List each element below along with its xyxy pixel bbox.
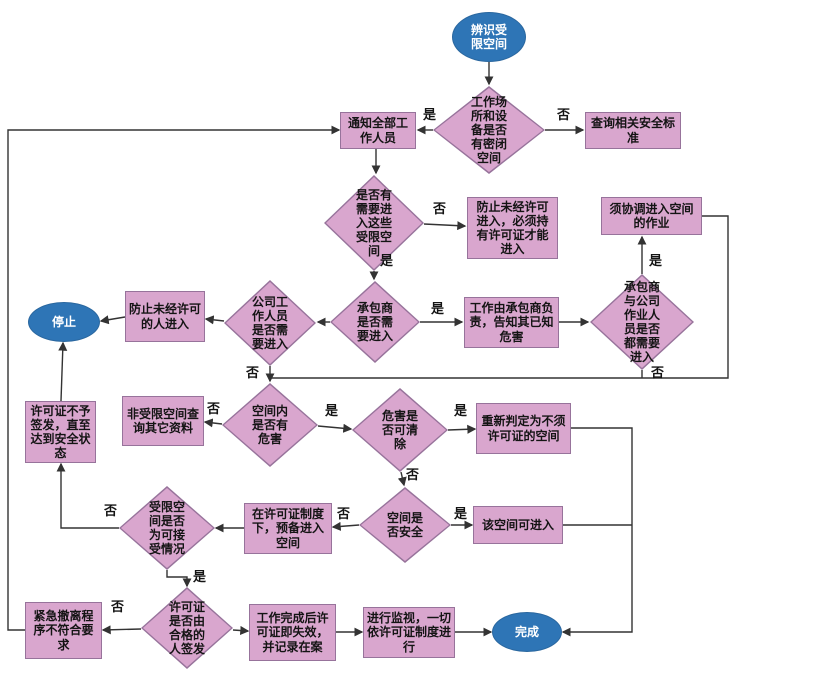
- edge-label-both-no: 否: [651, 366, 665, 381]
- edge-removable-to-redetermine: [447, 424, 477, 434]
- edge-acceptable-to-qualified: [166, 570, 192, 588]
- node-prevent-entry-permit: 防止未经许可进入，必须持有许可证才能进入: [467, 197, 558, 259]
- node-done: 完成: [492, 612, 562, 652]
- node-work-complete: 工作完成后许可证即失效，并记录在案: [249, 604, 336, 661]
- node-contractor-need-label: 承包商是否需要进入: [356, 300, 393, 344]
- edge-qualified-to-record: [232, 625, 250, 636]
- edge-companyneed-to-preventpeople: [204, 315, 225, 325]
- node-start-label: 辨识受限空间: [470, 22, 507, 51]
- node-has-enclosed-space: 工作场所和设备是否有密闭空间: [433, 86, 545, 174]
- node-space-safe: 空间是否安全: [359, 487, 451, 563]
- node-stop-label: 停止: [51, 314, 76, 329]
- node-coordinate-work-label: 须协调进入空间的作业: [609, 201, 694, 230]
- node-permit-denied: 许可证不予签发，直至达到安全状态: [25, 401, 96, 463]
- edge-label-contractor-yes: 是: [431, 302, 445, 317]
- edge-label-safe-yes: 是: [454, 507, 468, 522]
- node-can-enter: 该空间可进入: [473, 506, 563, 544]
- node-done-label: 完成: [514, 624, 539, 639]
- edge-label-enclosed-yes: 是: [423, 108, 437, 123]
- node-emergency-fail-label: 紧急撤离程序不符合要求: [33, 609, 94, 652]
- edge-label-hazard-yes: 是: [325, 404, 339, 419]
- node-permit-denied-label: 许可证不予签发，直至达到安全状态: [30, 403, 91, 461]
- node-contractor-responsible: 工作由承包商负责，告知其已知危害: [464, 297, 559, 348]
- edge-hazardcheck-to-removable: [317, 423, 353, 433]
- node-permit-qualified-label: 许可证是否由合格的人签发: [168, 599, 205, 657]
- node-need-to-enter: 是否有需要进入这些受限空间: [324, 175, 424, 271]
- node-query-standards-label: 查询相关安全标准: [590, 116, 675, 145]
- node-hazard-removable-label: 危害是否可清除: [381, 408, 418, 452]
- edge-label-safe-no: 否: [337, 507, 351, 522]
- node-company-need: 公司工作人员是否需要进入: [224, 280, 316, 366]
- node-redetermine-label: 重新判定为不须许可证的空间: [481, 414, 566, 443]
- node-start: 辨识受限空间: [452, 12, 526, 62]
- edge-qualified-to-emergency: [101, 625, 142, 635]
- node-coordinate-work: 须协调进入空间的作业: [601, 197, 702, 235]
- node-prevent-people: 防止未经许可的人进入: [125, 291, 205, 342]
- node-emergency-fail: 紧急撤离程序不符合要求: [25, 602, 102, 659]
- node-prepare-entry: 在许可证制度下，预备进入空间: [244, 503, 332, 554]
- edge-needenter-to-preventpermit: [423, 221, 467, 231]
- node-contractor-need: 承包商是否需要进入: [330, 281, 420, 363]
- node-contractor-responsible-label: 工作由承包商负责，告知其已知危害: [469, 301, 554, 344]
- node-prepare-entry-label: 在许可证制度下，预备进入空间: [251, 507, 324, 550]
- node-hazard-removable: 危害是否可清除: [352, 388, 448, 472]
- node-notify-staff: 通知全部工作人员: [340, 112, 416, 149]
- edge-label-company-no: 否: [246, 366, 260, 381]
- node-can-enter-label: 该空间可进入: [481, 517, 554, 532]
- edge-label-acceptable-yes: 是: [193, 570, 207, 585]
- node-permit-qualified: 许可证是否由合格的人签发: [141, 587, 233, 669]
- node-monitor-label: 进行监视，一切依许可证制度进行: [367, 611, 452, 654]
- edge-hazardcheck-to-nonconfined: [203, 418, 223, 428]
- node-non-confined-label: 非受限空间查询其它资料: [126, 406, 199, 435]
- node-both-need: 承包商与公司作业人员是否都需要进入: [590, 274, 694, 370]
- edge-label-both-yes: 是: [649, 254, 663, 269]
- node-space-hazard: 空间内是否有危害: [222, 383, 318, 467]
- node-need-to-enter-label: 是否有需要进入这些受限空间: [355, 187, 392, 259]
- node-work-complete-label: 工作完成后许可证即失效，并记录在案: [256, 611, 329, 654]
- node-monitor: 进行监视，一切依许可证制度进行: [363, 607, 455, 658]
- node-has-enclosed-space-label: 工作场所和设备是否有密闭空间: [470, 94, 507, 166]
- edge-redetermine-to-done: [561, 427, 633, 637]
- node-both-need-label: 承包商与公司作业人员是否都需要进入: [623, 279, 660, 365]
- edge-label-acceptable-no: 否: [104, 504, 118, 519]
- edge-preventpeople-to-stop: [99, 315, 126, 325]
- edge-safe-to-prepare: [331, 521, 360, 531]
- node-stop: 停止: [28, 302, 100, 342]
- node-space-safe-label: 空间是否安全: [386, 510, 423, 539]
- node-redetermine: 重新判定为不须许可证的空间: [476, 403, 571, 454]
- node-prevent-people-label: 防止未经许可的人进入: [129, 302, 202, 331]
- edge-label-removable-yes: 是: [454, 404, 468, 419]
- node-prevent-entry-permit-label: 防止未经许可进入，必须持有许可证才能进入: [476, 199, 549, 257]
- edge-emergency-loop-to-notify: [7, 125, 341, 631]
- edge-label-qualified-no: 否: [111, 600, 125, 615]
- edge-denied-to-stop: [58, 341, 68, 402]
- edge-removable-to-safe: [397, 471, 407, 487]
- edge-label-hazard-no: 否: [207, 402, 221, 417]
- edge-acceptable-to-denied: [56, 462, 119, 529]
- node-company-need-label: 公司工作人员是否需要进入: [251, 294, 288, 352]
- node-non-confined: 非受限空间查询其它资料: [122, 396, 204, 446]
- node-notify-staff-label: 通知全部工作人员: [347, 116, 408, 145]
- edge-label-need-enter-yes: 是: [380, 254, 394, 269]
- node-query-standards: 查询相关安全标准: [585, 112, 681, 149]
- node-space-hazard-label: 空间内是否有危害: [251, 403, 288, 447]
- edge-label-removable-no: 否: [406, 468, 420, 483]
- edge-label-need-enter-no: 否: [433, 202, 447, 217]
- node-acceptable-label: 受限空间是否为可接受情况: [148, 499, 185, 557]
- edge-label-enclosed-no: 否: [557, 108, 571, 123]
- node-acceptable: 受限空间是否为可接受情况: [119, 486, 215, 570]
